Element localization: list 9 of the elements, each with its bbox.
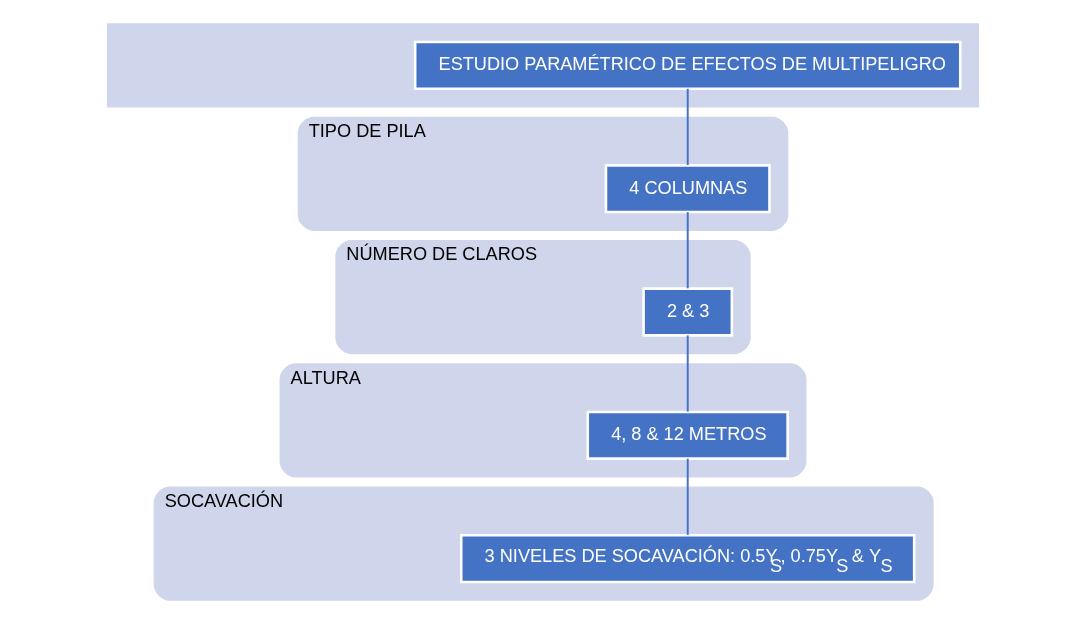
node-box: 4 COLUMNAS xyxy=(604,164,771,214)
node-box: ESTUDIO PARAMÉTRICO DE EFECTOS DE MULTIPELIGRO xyxy=(413,40,962,91)
node-box: 2 & 3 xyxy=(642,287,734,337)
cluster xyxy=(106,23,980,108)
connector xyxy=(686,87,689,166)
connector xyxy=(686,457,689,536)
connector xyxy=(686,334,689,413)
connector xyxy=(686,211,689,290)
node-box: 4, 8 & 12 METROS xyxy=(586,410,789,460)
